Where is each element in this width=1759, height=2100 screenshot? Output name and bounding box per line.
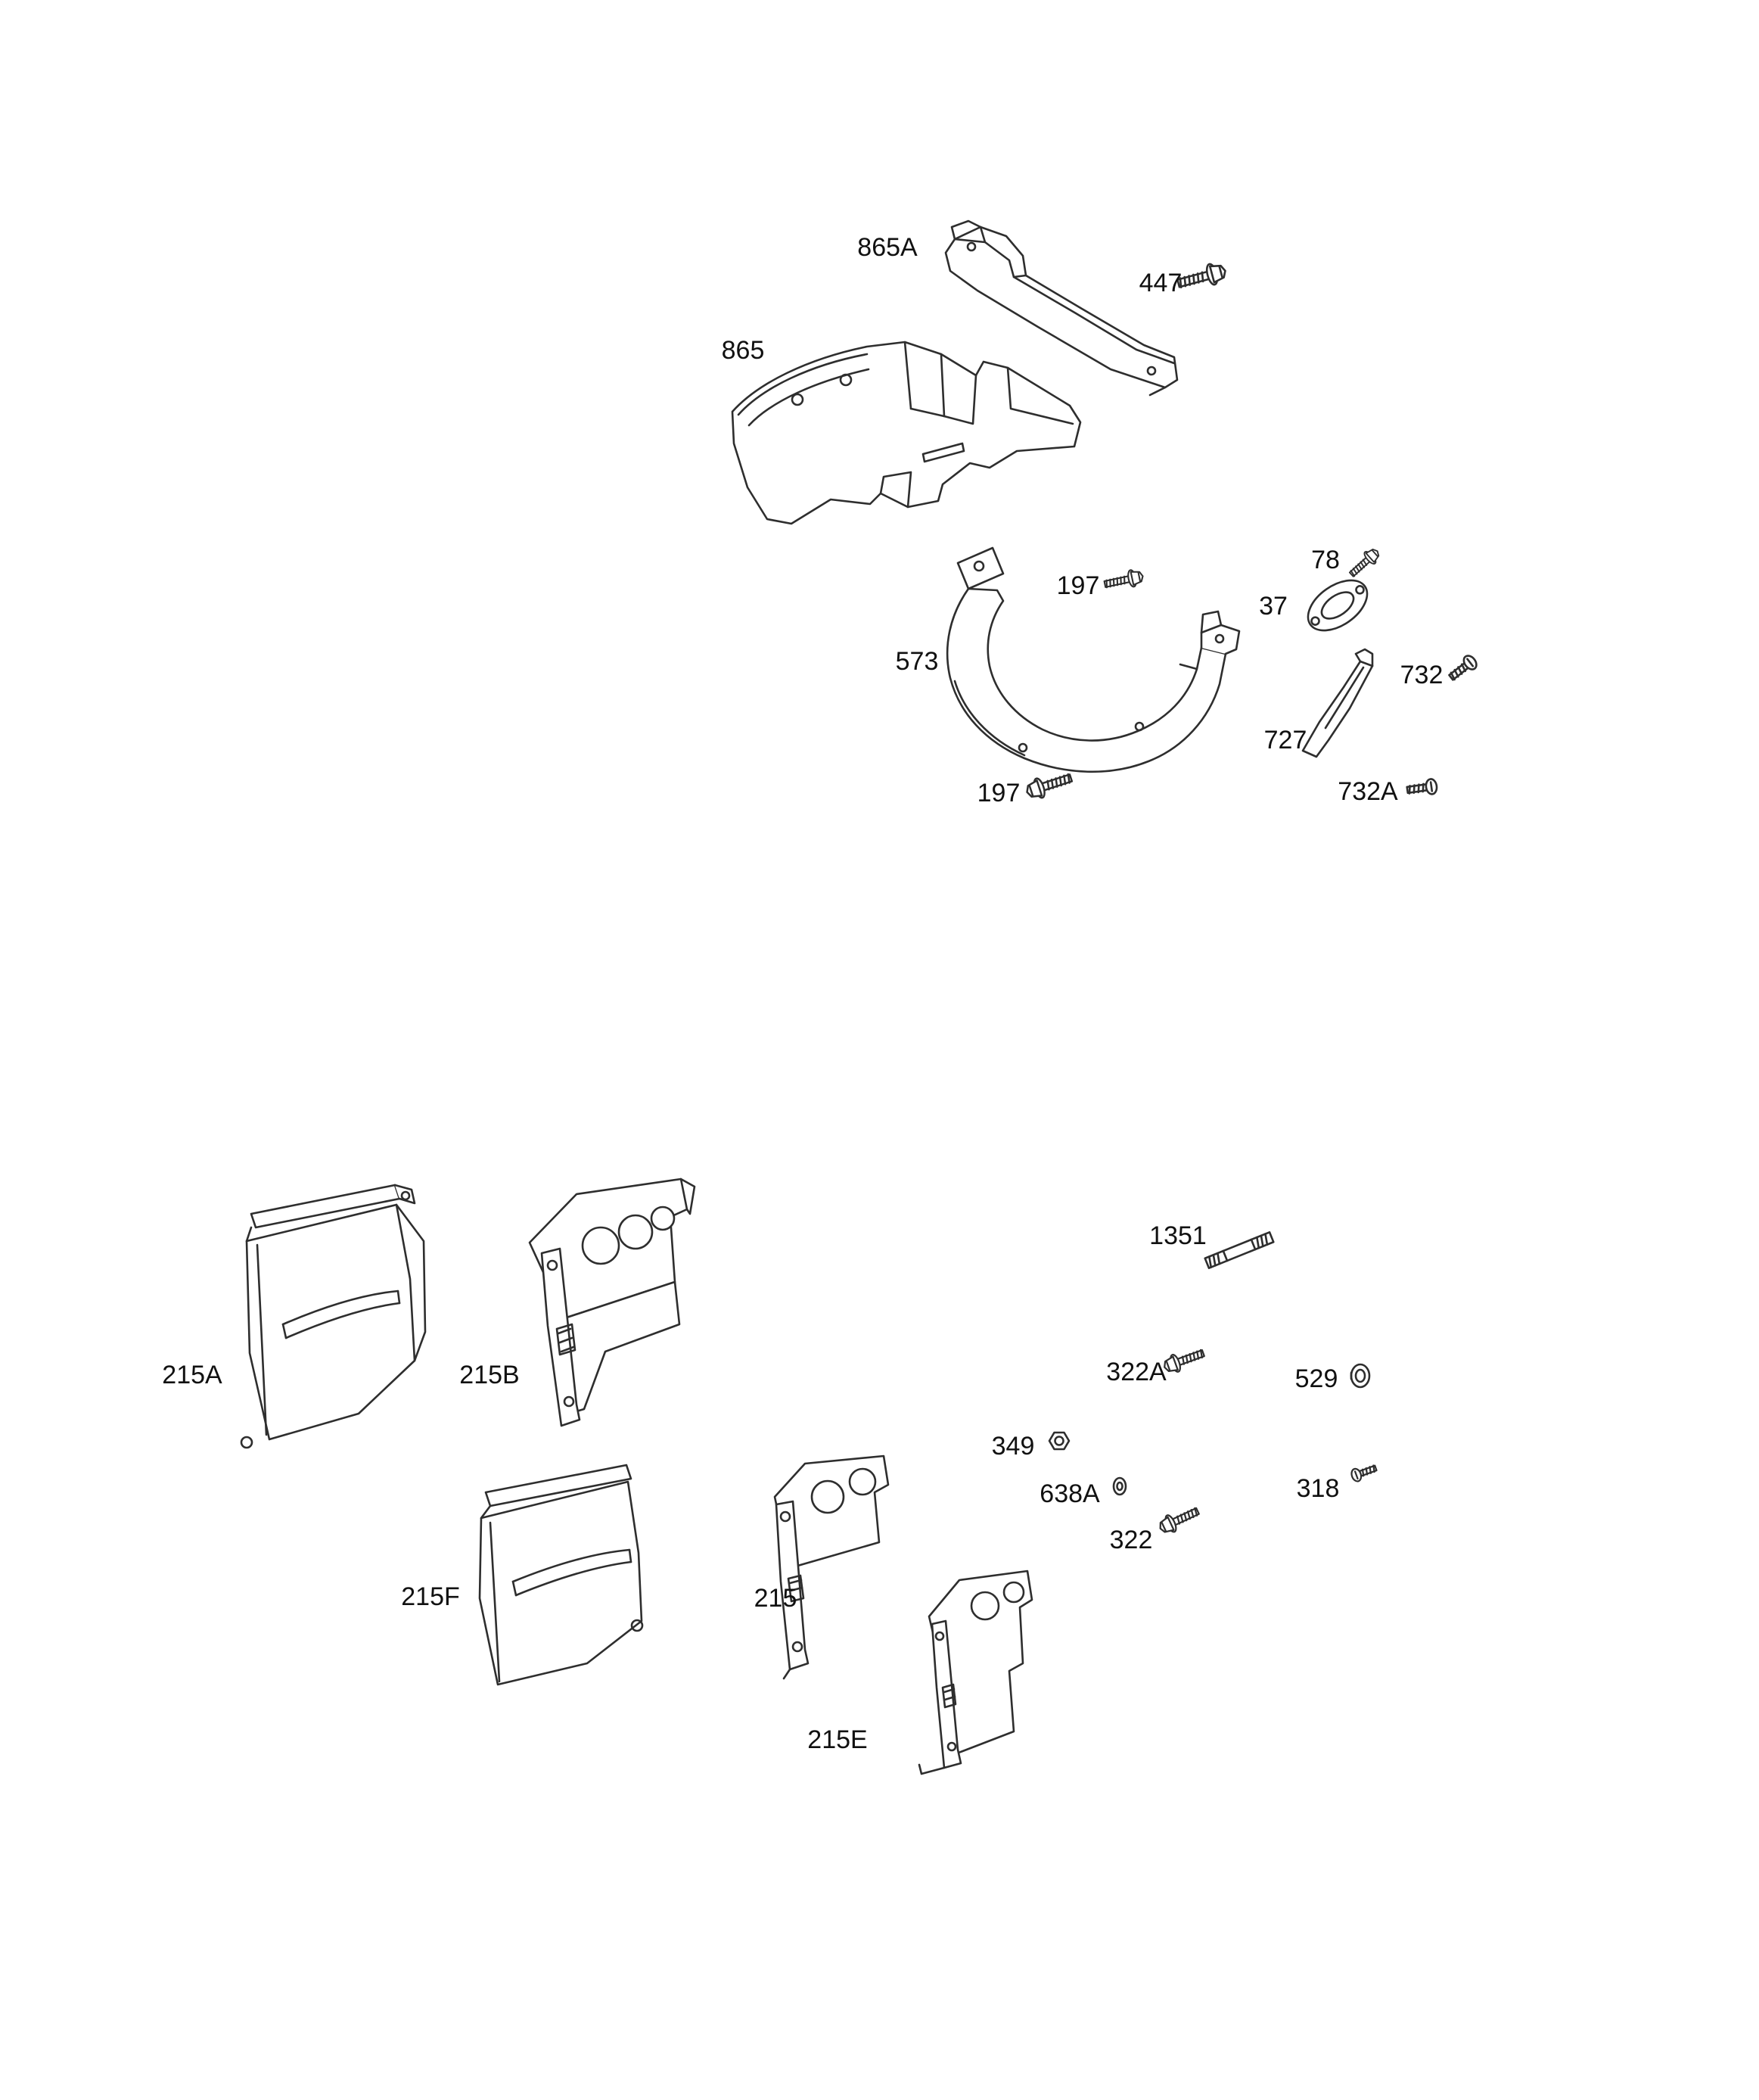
screw-318-drawing: [1349, 1461, 1379, 1484]
part-37-drawing: [1307, 579, 1369, 632]
part-label-1351: 1351: [1149, 1221, 1207, 1250]
part-label-78: 78: [1311, 546, 1340, 574]
washer-638A-drawing: [1112, 1476, 1127, 1496]
part-label-318: 318: [1297, 1474, 1340, 1503]
labels-layer: 865A 447 865 197 78 37 573 732 727 197 732A 1351 322…: [162, 233, 1443, 1754]
part-215A-drawing: [240, 1184, 427, 1449]
part-label-732A: 732A: [1338, 777, 1398, 806]
screw-732-drawing: [1445, 652, 1481, 685]
part-label-215F: 215F: [401, 1582, 460, 1611]
part-label-447: 447: [1139, 269, 1183, 297]
part-label-865A: 865A: [857, 233, 918, 262]
part-label-573: 573: [896, 647, 939, 676]
part-label-727: 727: [1264, 726, 1307, 754]
part-label-215B: 215B: [459, 1361, 519, 1389]
part-label-638A: 638A: [1040, 1479, 1100, 1508]
bolt-447-drawing: [1174, 260, 1229, 295]
bolt-78-drawing: [1345, 544, 1384, 581]
part-573-drawing: [946, 546, 1241, 773]
part-215-drawing: [773, 1454, 890, 1680]
part-215F-drawing: [478, 1464, 644, 1686]
grommet-529-drawing: [1350, 1363, 1371, 1389]
part-label-732: 732: [1400, 661, 1444, 689]
bolt-322-drawing: [1155, 1501, 1203, 1538]
part-label-215A: 215A: [162, 1361, 222, 1389]
bolt-197-upper-drawing: [1102, 567, 1145, 593]
part-label-197-upper: 197: [1057, 571, 1100, 600]
part-label-322A: 322A: [1106, 1358, 1167, 1386]
part-label-322: 322: [1110, 1526, 1153, 1554]
part-727-drawing: [1301, 648, 1374, 758]
part-label-349: 349: [992, 1432, 1035, 1461]
screw-732A-drawing: [1405, 777, 1439, 799]
part-label-529: 529: [1295, 1364, 1338, 1393]
part-label-215E: 215E: [807, 1725, 867, 1754]
part-label-197-lower: 197: [977, 779, 1021, 807]
part-label-865: 865: [722, 336, 765, 365]
part-215B-drawing: [528, 1178, 696, 1427]
part-label-37: 37: [1259, 592, 1288, 621]
nut-349-drawing: [1048, 1431, 1071, 1451]
part-865A-drawing: [944, 219, 1179, 397]
part-865-drawing: [731, 341, 1082, 525]
stud-1351-drawing: [1204, 1230, 1275, 1270]
bolt-197-lower-drawing: [1023, 767, 1075, 803]
part-label-215: 215: [754, 1584, 797, 1613]
bolt-322A-drawing: [1161, 1343, 1207, 1377]
part-215E-drawing: [918, 1570, 1033, 1775]
